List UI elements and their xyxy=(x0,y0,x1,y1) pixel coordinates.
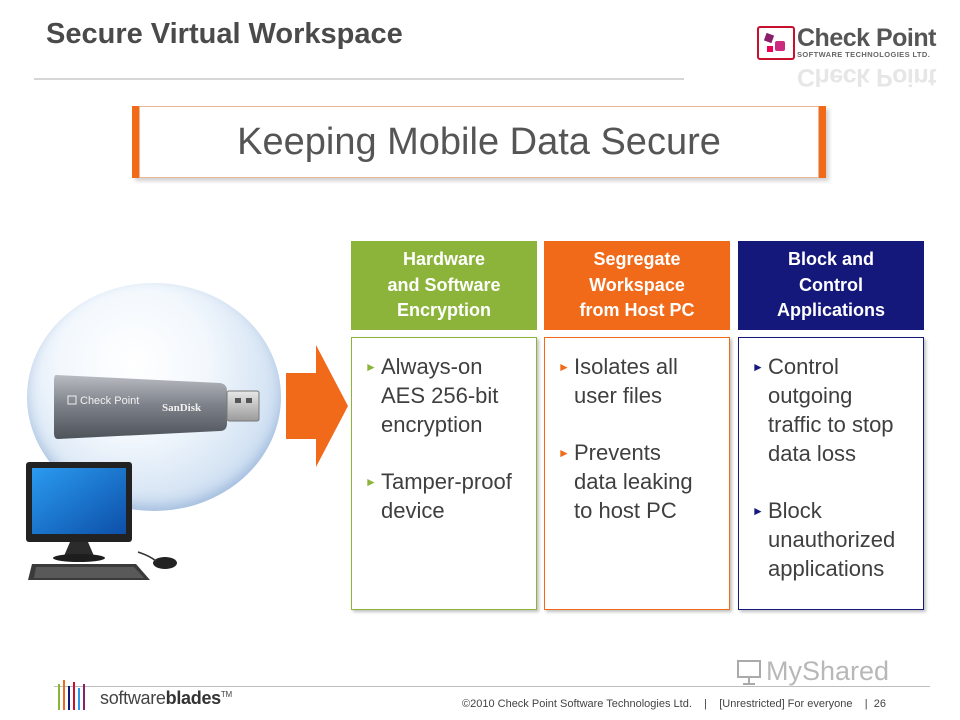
bullet-line: unauthorized xyxy=(768,527,896,552)
column-header-encryption: Hardware and Software Encryption xyxy=(351,241,537,330)
list-item: ► Control outgoing traffic to stop data … xyxy=(751,352,915,468)
bullet-line: to host PC xyxy=(574,498,677,523)
page-number: 26 xyxy=(873,698,886,710)
bullet-triangle-icon: ► xyxy=(558,360,570,374)
banner-title: Keeping Mobile Data Secure xyxy=(237,120,721,163)
bullet-line: Tamper-proof xyxy=(381,469,512,494)
logo-name: Check Point xyxy=(797,24,936,52)
bullet-triangle-icon: ► xyxy=(752,504,764,518)
usb-maker-label: SanDisk xyxy=(162,402,202,414)
brand-bold: blades xyxy=(165,688,222,708)
bullet-line: data leaking xyxy=(574,469,693,494)
bullet-line: device xyxy=(381,498,445,523)
header-line: Block and xyxy=(787,249,874,270)
footer-classification: [Unrestricted] For everyone xyxy=(719,698,853,710)
bullet-line: Always-on xyxy=(381,354,483,379)
bullet-triangle-icon: ► xyxy=(365,360,377,374)
bullet-triangle-icon: ► xyxy=(558,446,570,460)
column-box-segregate: ► Isolates all user files ► Prevents dat… xyxy=(544,337,730,610)
column-header-block-control: Block and Control Applications xyxy=(738,241,924,330)
bullet-line: Prevents xyxy=(574,440,661,465)
list-item: ► Prevents data leaking to host PC xyxy=(557,438,721,525)
brand-tm: TM xyxy=(220,690,232,699)
list-item: ► Tamper-proof device xyxy=(364,467,528,525)
bullet-triangle-icon: ► xyxy=(365,475,377,489)
header-line: from Host PC xyxy=(579,300,695,321)
bullet-line: data loss xyxy=(768,441,857,466)
footer-separator: | xyxy=(704,698,707,710)
header-line: and Software xyxy=(387,274,501,295)
footer-divider xyxy=(54,686,930,687)
logo-reflection: Check Point xyxy=(797,63,936,91)
bullet-line: Isolates all xyxy=(574,354,678,379)
header-line: Segregate xyxy=(593,249,681,270)
bullet-line: user files xyxy=(574,383,663,408)
column-box-encryption: ► Always-on AES 256-bit encryption ► Tam… xyxy=(351,337,537,610)
header-line: Hardware xyxy=(402,249,486,270)
bullet-line: Control xyxy=(768,354,839,379)
software-blades-bars-icon xyxy=(58,680,85,710)
footer-text: ©2010 Check Point Software Technologies … xyxy=(462,698,886,710)
list-item: ► Always-on AES 256-bit encryption xyxy=(364,352,528,439)
list-item: ► Block unauthorized applications xyxy=(751,496,915,583)
check-point-logo-icon xyxy=(757,26,795,60)
bullet-line: AES 256-bit xyxy=(381,383,499,408)
header-line: Control xyxy=(799,274,863,295)
computer-icon xyxy=(26,462,177,580)
header-line: Encryption xyxy=(396,300,491,321)
footer-separator: | xyxy=(864,698,868,710)
arrow-right-icon xyxy=(286,345,348,467)
software-blades-logo: softwarebladesTM xyxy=(100,688,232,709)
logo-subtitle: SOFTWARE TECHNOLOGIES LTD. xyxy=(797,50,931,59)
bullet-line: Block xyxy=(768,498,822,523)
usb-drive-icon: Check Point SanDisk xyxy=(54,375,260,439)
bullet-line: applications xyxy=(768,556,885,581)
check-point-logo: Check Point SOFTWARE TECHNOLOGIES LTD. C… xyxy=(757,24,937,98)
header-line: Workspace xyxy=(589,274,685,295)
title-divider xyxy=(34,78,684,80)
brand-light: software xyxy=(100,688,166,708)
slide-title: Secure Virtual Workspace xyxy=(46,18,403,50)
list-item: ► Isolates all user files xyxy=(557,352,721,410)
banner: Keeping Mobile Data Secure xyxy=(132,106,826,178)
bullet-line: encryption xyxy=(381,412,483,437)
column-header-segregate: Segregate Workspace from Host PC xyxy=(544,241,730,330)
watermark: MyShared xyxy=(766,656,890,686)
bullet-line: outgoing xyxy=(768,383,853,408)
bullet-triangle-icon: ► xyxy=(752,360,764,374)
header-line: Applications xyxy=(776,300,885,321)
footer-copyright: ©2010 Check Point Software Technologies … xyxy=(462,698,692,710)
presentation-icon xyxy=(737,660,761,685)
bullet-line: traffic to stop xyxy=(768,412,894,437)
column-box-block-control: ► Control outgoing traffic to stop data … xyxy=(738,337,924,610)
usb-brand-label: Check Point xyxy=(80,395,139,407)
